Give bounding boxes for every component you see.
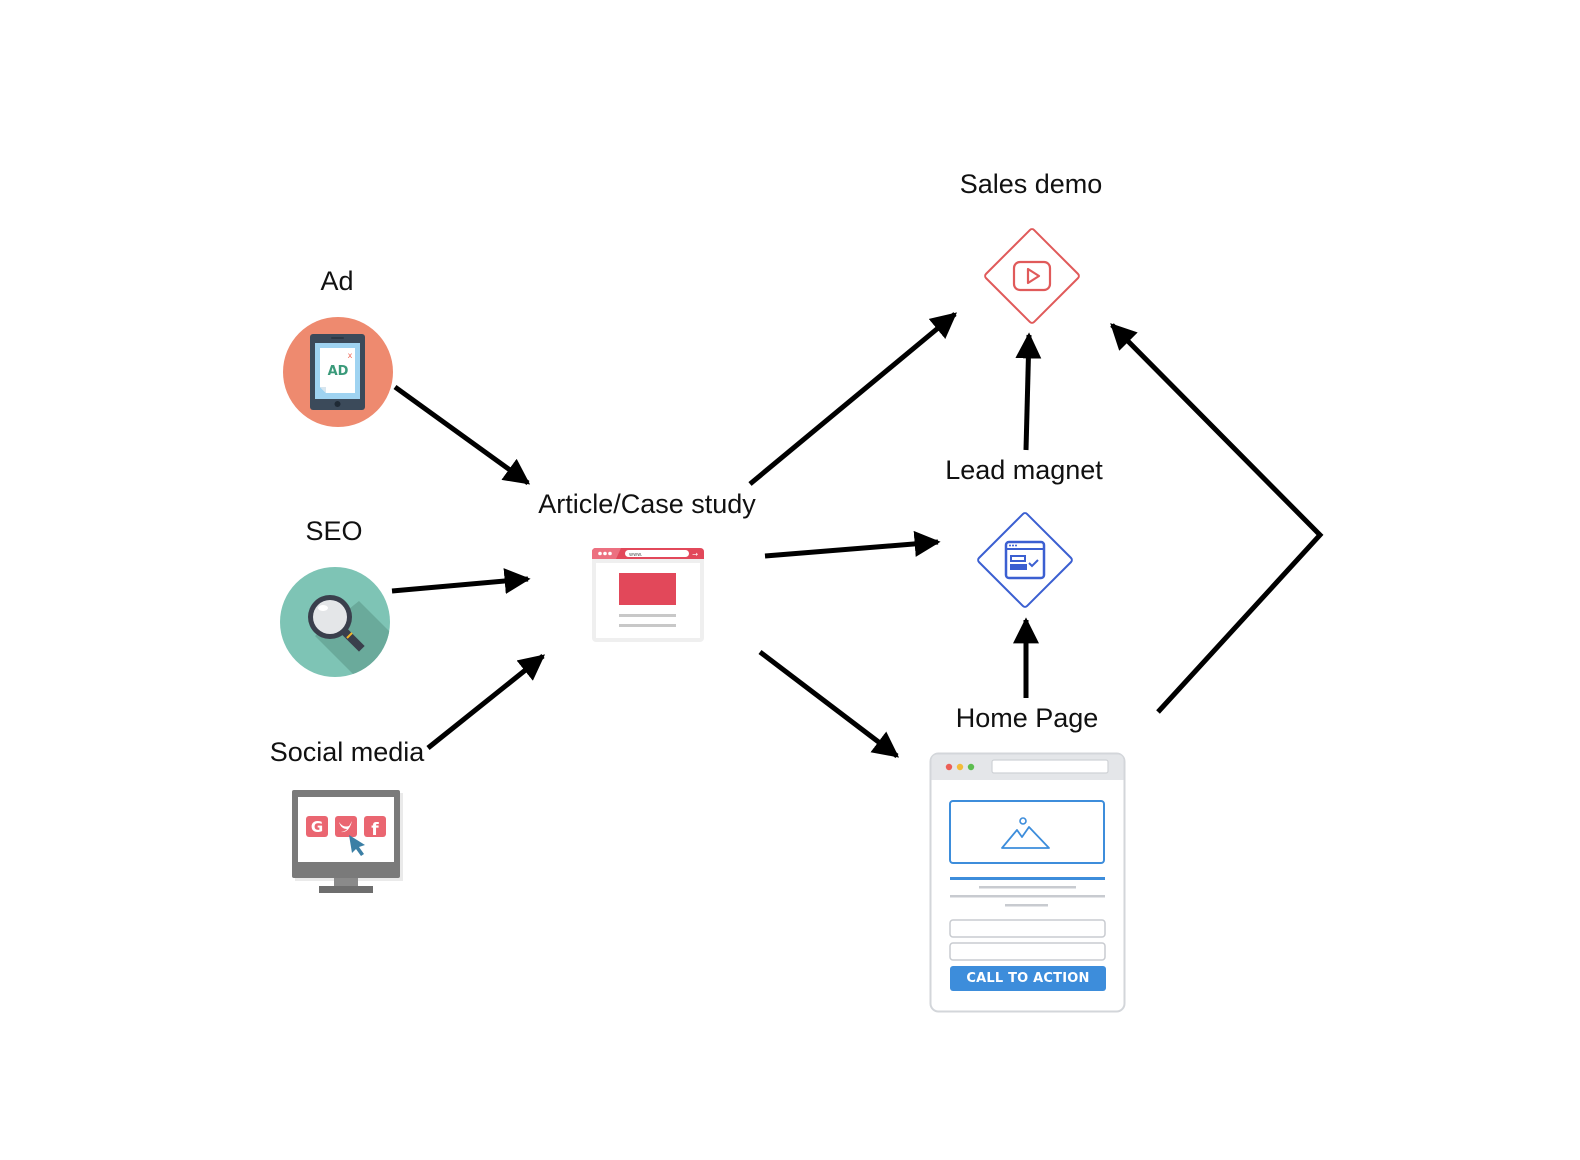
call-to-action-button[interactable]: CALL TO ACTION <box>950 966 1106 991</box>
edge-seo-to-article <box>391 568 531 595</box>
edge-ad-to-article <box>393 384 531 486</box>
landing-page-icon[interactable] <box>929 752 1127 1014</box>
edge-article-to-sales-demo <box>748 312 958 486</box>
ad-badge-text: AD <box>328 364 349 379</box>
svg-text:G: G <box>311 818 323 836</box>
edge-lead-magnet-to-sales-demo <box>1015 332 1042 451</box>
node-label-seo: SEO <box>305 516 363 546</box>
edge-article-to-home-page <box>758 650 900 758</box>
edge-article-to-lead-magnet <box>764 530 941 559</box>
node-label-ad: Ad <box>320 266 354 296</box>
node-label-home-page: Home Page <box>955 703 1099 733</box>
browser-article-icon[interactable]: www. → <box>591 547 705 643</box>
edge-social-to-article <box>426 654 546 750</box>
svg-text:f: f <box>371 820 379 840</box>
tablet-ad-icon[interactable]: AD x <box>282 316 394 428</box>
edge-home-page-to-sales-demo <box>1110 323 1324 714</box>
node-label-social-media: Social media <box>269 737 425 767</box>
monitor-social-icon[interactable]: G f <box>291 789 405 897</box>
article-url-text: www. <box>629 552 643 558</box>
svg-text:x: x <box>348 351 353 360</box>
node-label-article: Article/Case study <box>538 489 756 519</box>
node-label-lead-magnet: Lead magnet <box>945 455 1103 485</box>
play-button-icon[interactable] <box>975 219 1089 333</box>
form-check-icon[interactable] <box>968 503 1082 617</box>
magnifying-glass-icon[interactable] <box>279 566 391 678</box>
node-label-sales-demo: Sales demo <box>959 169 1103 199</box>
svg-text:→: → <box>692 551 698 559</box>
